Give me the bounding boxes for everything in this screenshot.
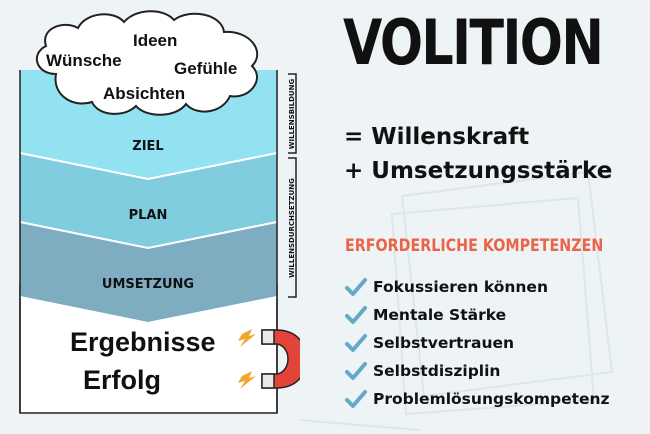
stage-label-ziel: ZIEL (132, 139, 163, 154)
lightning-icon (238, 329, 256, 389)
list-item: Problemlösungskompetenz (345, 385, 610, 413)
outcome-ergebnisse: Ergebnisse (70, 327, 216, 357)
bracket-willensbildung (288, 73, 297, 154)
outcome-erfolg: Erfolg (83, 365, 161, 395)
checkmark-icon (345, 306, 367, 324)
bracket-willensdurchsetzung (288, 157, 297, 298)
competencies-list: Fokussieren können Mentale Stärke Selbst… (345, 273, 610, 413)
checkmark-icon (345, 362, 367, 380)
competency-label: Problemlösungskompetenz (373, 390, 610, 408)
equation-line-willenskraft: = Willenskraft (344, 124, 530, 150)
checkmark-icon (345, 278, 367, 296)
stage-label-umsetzung: UMSETZUNG (102, 277, 194, 292)
competency-label: Fokussieren können (373, 278, 548, 296)
checkmark-icon (345, 390, 367, 408)
competency-label: Selbstvertrauen (373, 334, 515, 352)
competency-label: Mentale Stärke (373, 306, 507, 324)
cloud-icon (35, 10, 259, 116)
checkmark-icon (345, 334, 367, 352)
magnet-icon (261, 329, 300, 389)
list-item: Mentale Stärke (345, 301, 610, 329)
cloud-word-wuensche: Wünsche (46, 51, 122, 70)
page-title: VOLITION (343, 6, 604, 79)
list-item: Selbstdisziplin (345, 357, 610, 385)
bracket-label-willensdurchsetzung: WILLENSDURCHSETZUNG (288, 178, 296, 278)
equation-line-umsetzungsstaerke: + Umsetzungsstärke (344, 158, 613, 184)
cloud-word-ideen: Ideen (133, 31, 177, 50)
list-item: Selbstvertrauen (345, 329, 610, 357)
bracket-label-willensbildung: WILLENSBILDUNG (288, 79, 296, 150)
competencies-heading: ERFORDERLICHE KOMPETENZEN (345, 236, 604, 256)
competency-label: Selbstdisziplin (373, 362, 501, 380)
cloud-word-absichten: Absichten (103, 84, 185, 103)
cloud-word-gefuehle: Gefühle (174, 59, 237, 78)
stage-plan-band (20, 153, 277, 248)
stage-label-plan: PLAN (129, 208, 168, 223)
list-item: Fokussieren können (345, 273, 610, 301)
volition-diagram: Wünsche Ideen Gefühle Absichten ZIEL PLA… (19, 10, 300, 414)
stage-umsetzung-band (20, 222, 277, 323)
